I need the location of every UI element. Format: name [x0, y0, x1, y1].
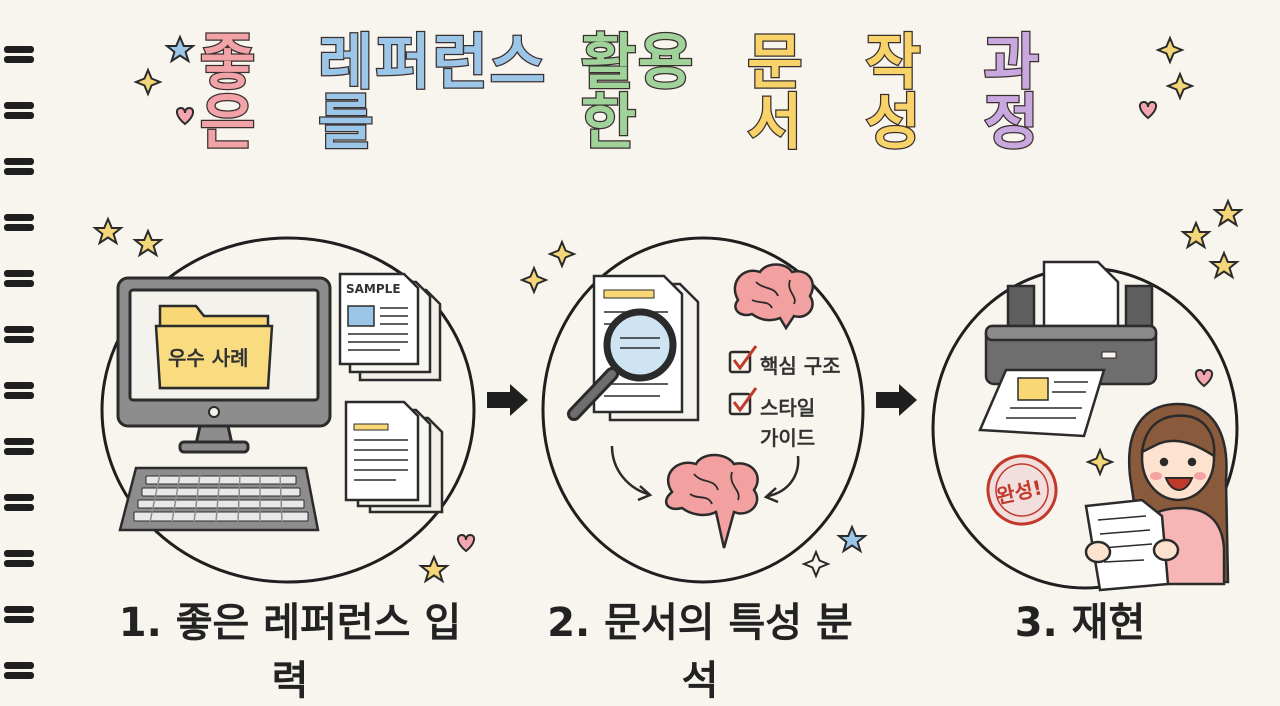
title-sparkle-icon [135, 36, 1193, 99]
printer-icon [978, 260, 1158, 438]
spiral-binding [4, 46, 34, 679]
title-word-3: 활용한 [580, 28, 696, 158]
brain-icon [733, 263, 815, 331]
step1-circle [100, 236, 476, 584]
step-label-3: 3. 재현 [1014, 600, 1146, 646]
title-word-6: 과정 [982, 28, 1041, 158]
title-word-1: 좋은 [199, 28, 258, 158]
magnifier-icon [567, 308, 677, 421]
sample-label: SAMPLE [346, 282, 401, 296]
checklist-item-style-line1: 스타일 [760, 396, 816, 420]
checklist-item-style-line2: 가이드 [760, 426, 816, 450]
step2-circle [541, 236, 865, 584]
held-document-icon [1084, 498, 1180, 592]
checklist-item-core-structure: 핵심 구조 [760, 354, 841, 378]
step-label-1: 1. 좋은 레퍼런스 입력 [118, 600, 462, 704]
folder-label: 우수 사례 [168, 346, 249, 370]
checkbox-icon [728, 345, 758, 416]
step-label-2: 2. 문서의 특성 분석 [547, 600, 853, 704]
title-word-4: 문서 [746, 28, 805, 158]
brain-icon-lower [664, 453, 759, 549]
step3-heart-icon [1194, 369, 1214, 387]
page-title: 좋은 레퍼런스를 활용한 문서 작성 과정 [199, 32, 1080, 155]
curved-arrow-icon [610, 445, 800, 504]
completed-stamp-icon [986, 454, 1058, 526]
document-stack-icon [344, 400, 444, 514]
title-heart-icon [175, 101, 1158, 125]
folder-icon [154, 304, 274, 390]
title-word-2: 레퍼런스를 [317, 28, 548, 158]
step1-heart-icon [456, 534, 476, 552]
arrow-right-icon [487, 384, 917, 416]
sample-document-icon [338, 272, 442, 382]
keyboard-icon [118, 466, 320, 532]
title-word-5: 작성 [864, 28, 923, 158]
